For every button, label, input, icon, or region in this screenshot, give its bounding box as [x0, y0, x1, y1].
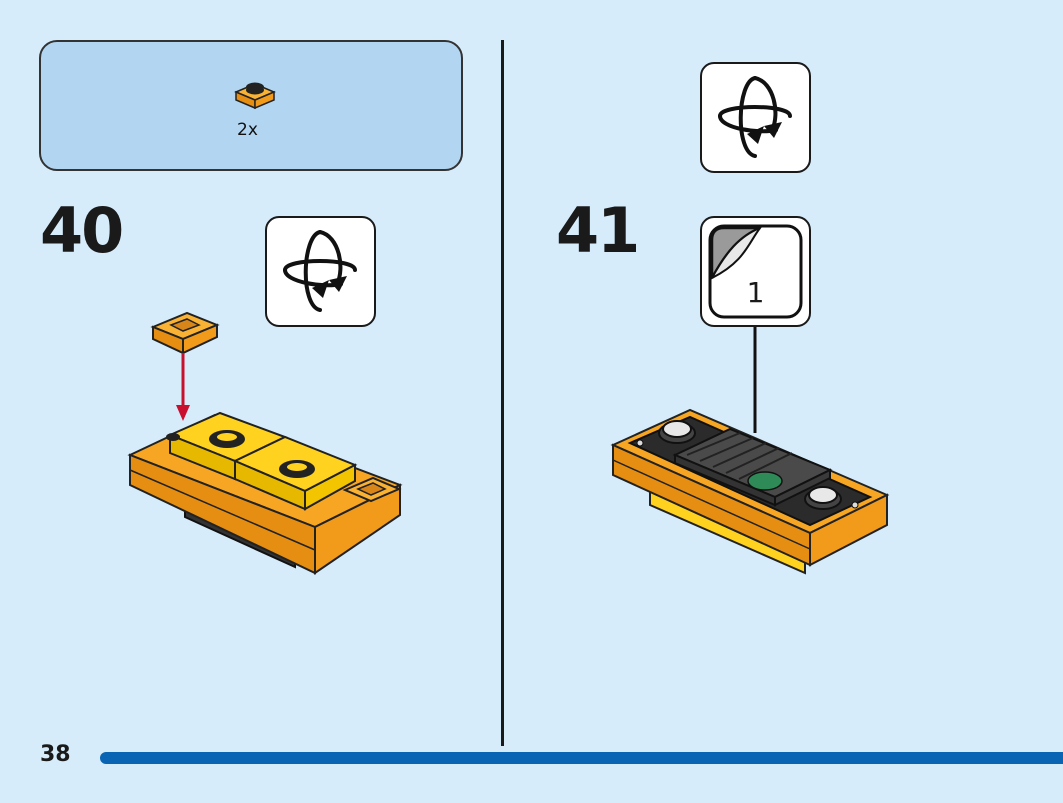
- step-divider-line: [501, 40, 504, 746]
- orange-plate-1x1-icon: [234, 82, 276, 110]
- parts-list-panel: 2x: [39, 40, 463, 171]
- step-40-model-illustration: [127, 311, 403, 575]
- step-number-41: 41: [556, 194, 640, 267]
- part-quantity: 2x: [237, 120, 258, 140]
- page-footer-bar: [100, 752, 1063, 764]
- sticker-number: 1: [746, 276, 765, 309]
- step-number-40: 40: [40, 194, 124, 267]
- placement-arrow: [176, 353, 190, 421]
- sticker-peel-icon: [708, 224, 803, 319]
- page-number: 38: [40, 742, 71, 767]
- rotate-model-icon: [718, 76, 792, 158]
- brand-badge: [747, 471, 783, 491]
- falling-orange-plate: [150, 311, 220, 355]
- rotate-model-icon: [283, 230, 357, 312]
- step-41-model-illustration: [610, 327, 890, 575]
- sticker-callout: 1: [700, 216, 811, 327]
- rotate-callout-step-40: [265, 216, 376, 327]
- rotate-callout-step-41: [700, 62, 811, 173]
